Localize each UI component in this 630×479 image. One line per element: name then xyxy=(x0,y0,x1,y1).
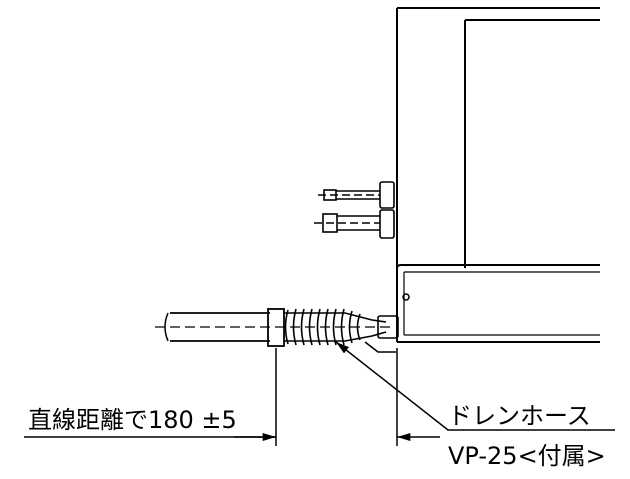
drain-hose xyxy=(284,308,399,353)
screw-hole xyxy=(402,293,410,301)
hose-part-label: VP-25<付属> xyxy=(448,442,606,470)
drain-pipe xyxy=(155,308,395,347)
upper-pipe-fitting xyxy=(318,181,395,209)
lower-pipe-fitting xyxy=(314,209,395,239)
dimension-lines xyxy=(24,348,440,446)
hose-leader-line xyxy=(335,341,615,431)
hose-name-label: ドレンホース xyxy=(448,402,591,430)
unit-body xyxy=(396,7,600,343)
distance-label: 直線距離で180 ±5 xyxy=(28,406,237,434)
